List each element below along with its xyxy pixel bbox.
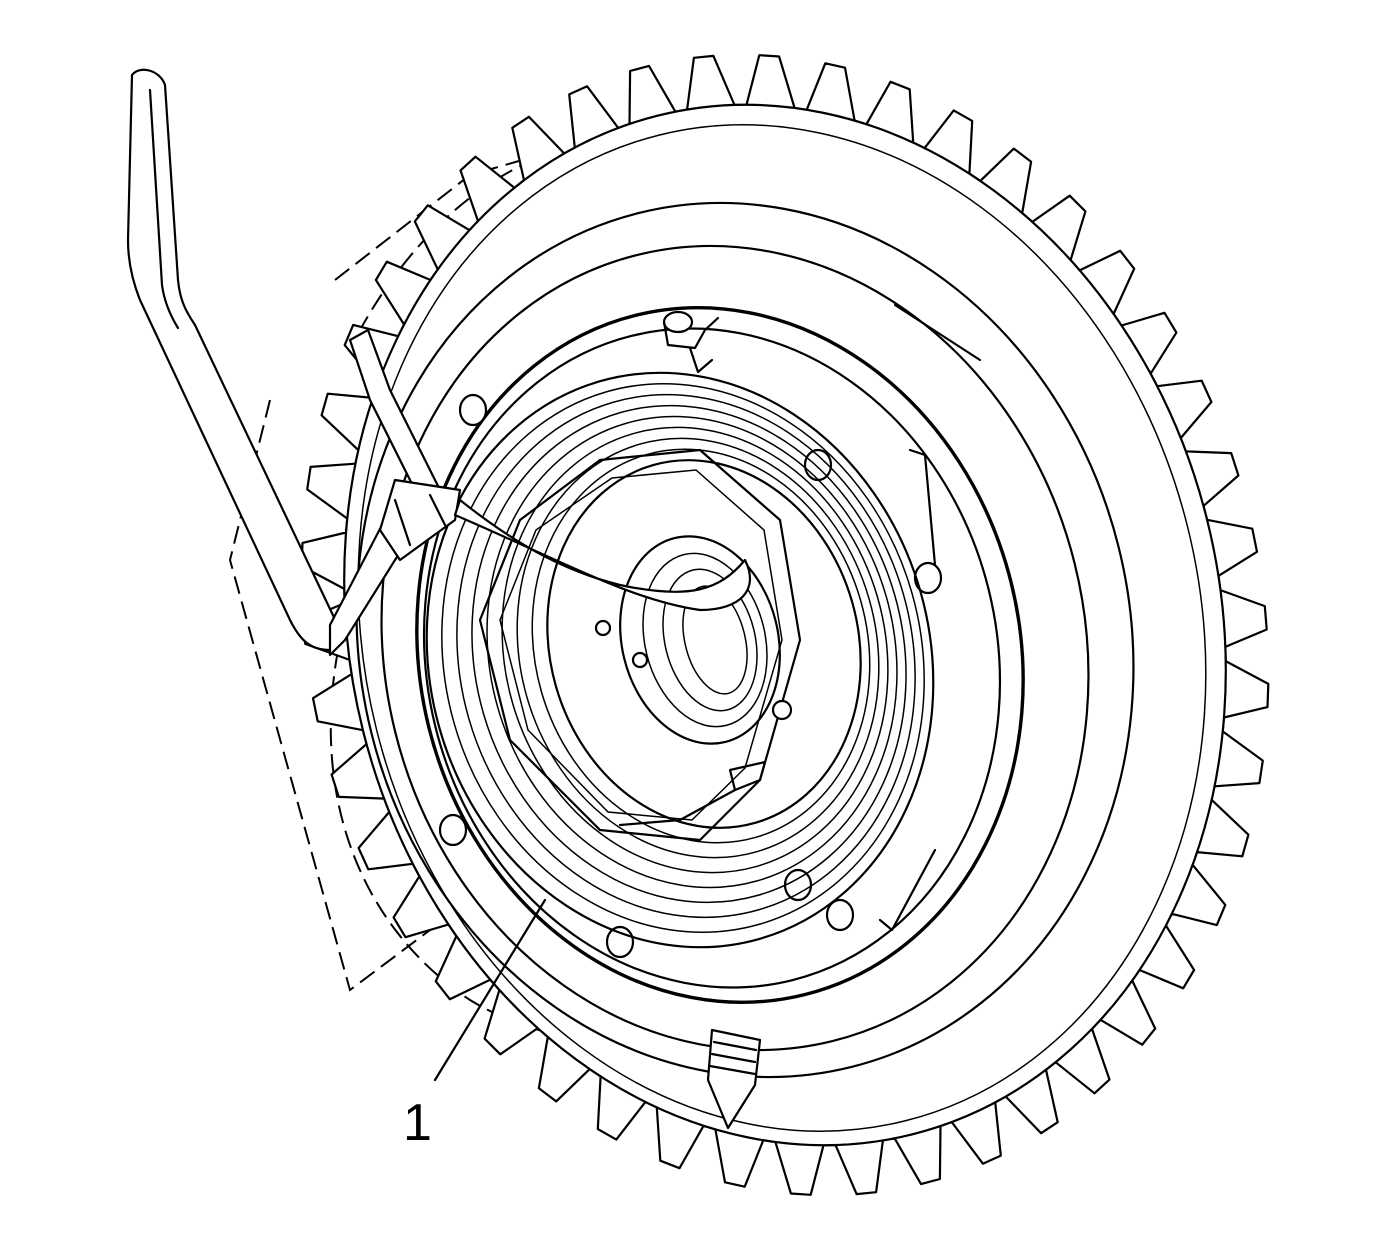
return-spring <box>425 371 935 949</box>
spring-coil <box>546 459 862 829</box>
zip-tie <box>126 68 751 657</box>
spring-coil <box>471 404 907 904</box>
spring-coil <box>441 383 925 933</box>
spring-coil <box>501 426 889 874</box>
callout-1: 1 <box>403 898 547 1152</box>
actuator-housing <box>355 201 1135 1079</box>
bolt-hole <box>783 868 813 902</box>
lock-pin <box>662 310 720 374</box>
bolt-hole <box>605 925 635 959</box>
spring-coil <box>486 415 898 889</box>
bolt-hole <box>458 393 488 427</box>
sprocket-face <box>343 103 1227 1147</box>
bolt-hole <box>913 561 943 595</box>
spring-coil <box>456 393 916 919</box>
bolt-hole <box>825 898 855 932</box>
spring-coil <box>425 371 935 949</box>
timing-mark-arrow <box>706 1028 762 1130</box>
housing-bolt-holes <box>438 393 943 959</box>
rotor-hub <box>478 448 802 842</box>
spring-coil <box>516 437 880 859</box>
callout-label: 1 <box>403 1094 432 1152</box>
bolt-hole <box>438 813 468 847</box>
